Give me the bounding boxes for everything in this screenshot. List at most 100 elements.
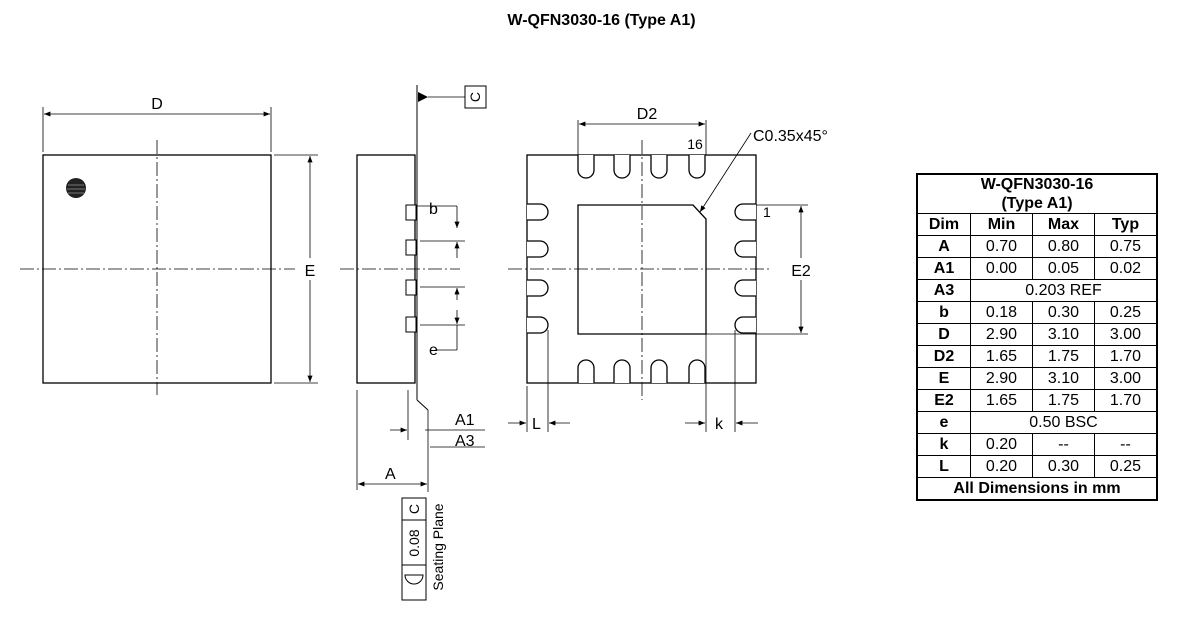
table-cell: 1.75 [1031,389,1095,412]
bottom-pad [527,240,549,258]
table-cell: 3.10 [1031,367,1095,390]
side-view: C b e A1 A3 A C 0.08 Seating Plane [340,85,487,601]
bottom-pad [527,279,549,297]
table-cell: k [917,433,971,456]
table-header-cell: Min [970,213,1033,236]
chamfer-leader [699,132,752,213]
table-cell: -- [1031,433,1095,456]
exposed-pad [577,204,707,335]
table-cell: 0.20 [970,433,1033,456]
datum-triangle-icon [418,92,428,102]
table-title-line2: (Type A1) [1001,195,1073,212]
dimension-table: W-QFN3030-16 (Type A1) Dim Min Max Typ A… [916,173,1158,501]
table-cell: e [917,411,971,434]
bottom-pad [613,155,631,179]
table-cell: 0.70 [970,235,1033,258]
table-cell: 0.00 [970,257,1033,280]
label-d: D [151,96,163,113]
datum-c-label: C [467,92,483,102]
table-cell: 0.25 [1093,455,1158,478]
label-e-pitch: e [429,342,438,359]
table-cell: 0.30 [1031,301,1095,324]
label-k: k [715,416,724,433]
side-lead [405,279,417,296]
label-chamfer: C0.35x45° [753,128,828,145]
page-title: W-QFN3030-16 (Type A1) [507,12,696,29]
label-a3: A3 [455,433,475,450]
bottom-pad [734,240,756,258]
table-footer-row: All Dimensions in mm [917,477,1157,500]
table-cell: 0.80 [1031,235,1095,258]
table-header-row: Dim Min Max Typ [917,213,1158,236]
label-d2: D2 [637,106,658,123]
side-lead [405,316,417,333]
table-cell: 3.00 [1093,323,1158,346]
table-title-row: W-QFN3030-16 (Type A1) [917,174,1157,214]
table-cell: E2 [917,389,971,412]
label-e2: E2 [791,263,811,280]
bottom-pad [527,316,549,334]
table-cell: 2.90 [970,323,1033,346]
label-pin1: 1 [763,204,771,220]
bottom-pad [613,359,631,383]
pin1-marker-icon [66,178,86,198]
table-cell: 0.02 [1093,257,1158,280]
label-pin16: 16 [687,136,703,152]
bottom-pad [734,316,756,334]
table-cell: 0.20 [970,455,1033,478]
table-cell: 0.75 [1093,235,1158,258]
seating-plane-label: Seating Plane [430,503,446,590]
bottom-pad [650,359,668,383]
bottom-pad [650,155,668,179]
side-lead [405,204,417,221]
table-cell: D [917,323,971,346]
table-cell: 3.00 [1093,367,1158,390]
table-cell: 1.70 [1093,389,1158,412]
top-view: D E [20,96,320,395]
table-cell: 3.10 [1031,323,1095,346]
table-cell: L [917,455,971,478]
table-cell: E [917,367,971,390]
bottom-pad [734,203,756,221]
bottom-pad [688,155,706,179]
side-lead [405,239,417,256]
label-a1: A1 [455,412,475,429]
label-b: b [429,201,438,218]
flatness-datum: C [406,504,422,514]
bottom-pad [527,203,549,221]
flatness-value: 0.08 [406,529,422,556]
label-e: E [305,263,316,280]
table-footer: All Dimensions in mm [917,477,1157,500]
table-cell: 0.25 [1093,301,1158,324]
bottom-pad [734,279,756,297]
table-title-line1: W-QFN3030-16 [980,176,1094,193]
table-header-cell: Max [1031,213,1095,236]
flatness-frame [401,497,427,601]
bottom-pad [688,359,706,383]
table-cell: 1.65 [970,345,1033,368]
table-cell: 1.75 [1031,345,1095,368]
bottom-pad [577,155,595,179]
table-cell: A1 [917,257,971,280]
table-cell: D2 [917,345,971,368]
table-cell: 0.30 [1031,455,1095,478]
datum-c-box [464,85,487,109]
label-l: L [532,416,541,433]
table-cell: b [917,301,971,324]
table-header-cell: Typ [1093,213,1158,236]
table-cell: A [917,235,971,258]
table-cell: A3 [917,279,971,302]
table-cell: 1.65 [970,389,1033,412]
table-cell: 1.70 [1093,345,1158,368]
